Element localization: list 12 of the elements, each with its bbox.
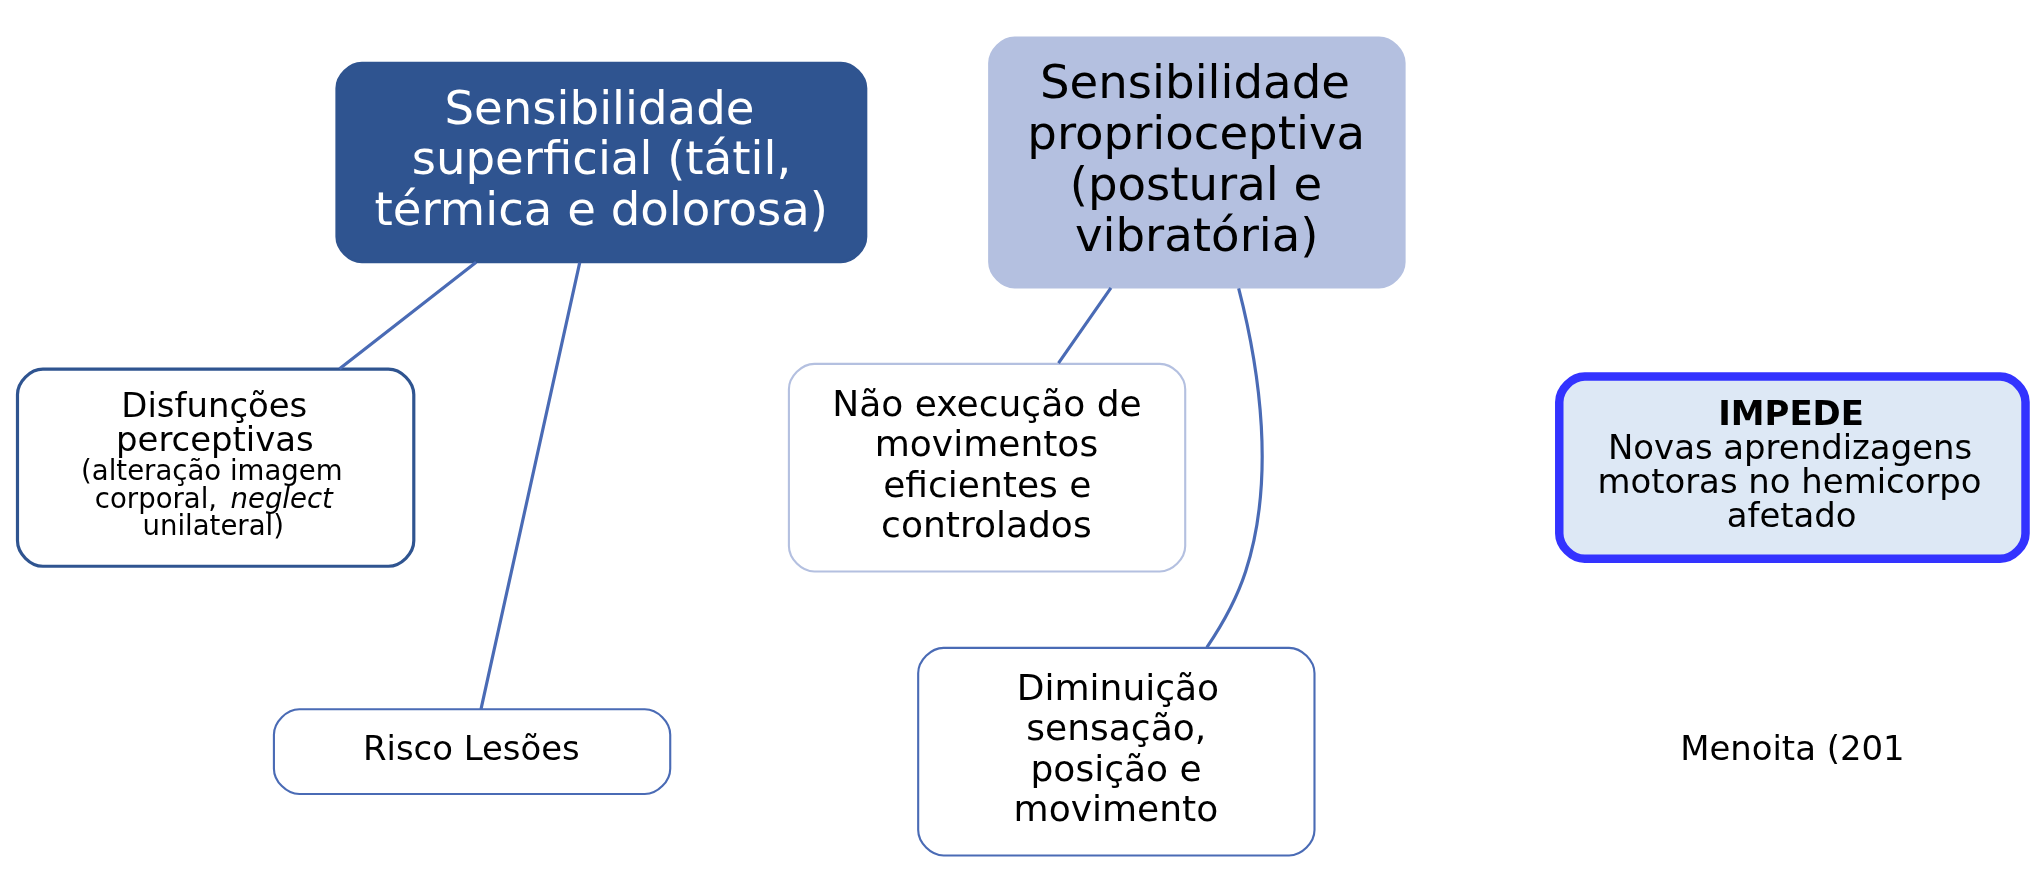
node-box: Sensibilidade superficial (tátil, térmica e dolorosa): [334, 61, 867, 263]
node-box: Sensibilidade proprioceptiva (postural e vibratória): [987, 35, 1406, 289]
connector: [478, 261, 581, 710]
node-box: IMPEDE Novas aprendizagens motoras no hemicorpo afetado: [1554, 371, 2030, 563]
node-box: Disfunções perceptivas (alteração imagem corporal, neglect unilateral): [15, 367, 415, 568]
connector: [1205, 287, 1264, 648]
connector: [1056, 286, 1112, 364]
node-box: Risco Lesões: [272, 707, 671, 795]
node-box: Não execução de movimentos eficientes e controlados: [787, 362, 1186, 573]
node-box: Diminuição sensação, posição e movimento: [916, 646, 1316, 857]
connector: [338, 260, 477, 370]
label: Menoita (201: [1679, 728, 1905, 768]
